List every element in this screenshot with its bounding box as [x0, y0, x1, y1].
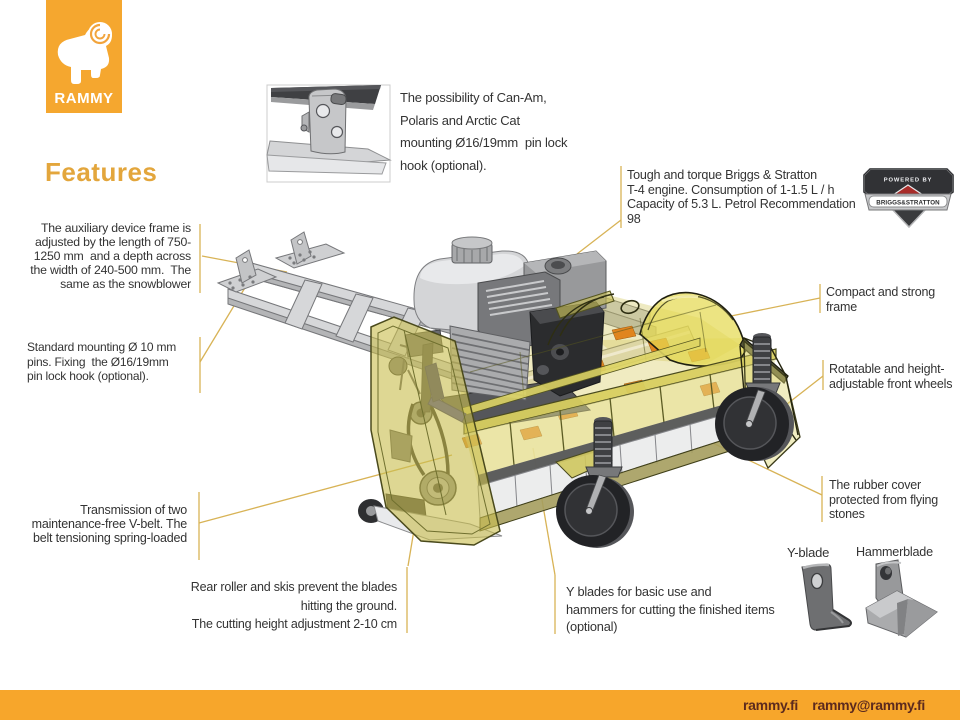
svg-text:RAMMY: RAMMY [54, 90, 113, 107]
svg-text:BRIGGS&STRATTON: BRIGGS&STRATTON [876, 200, 940, 207]
svg-text:POWERED BY: POWERED BY [884, 178, 933, 184]
